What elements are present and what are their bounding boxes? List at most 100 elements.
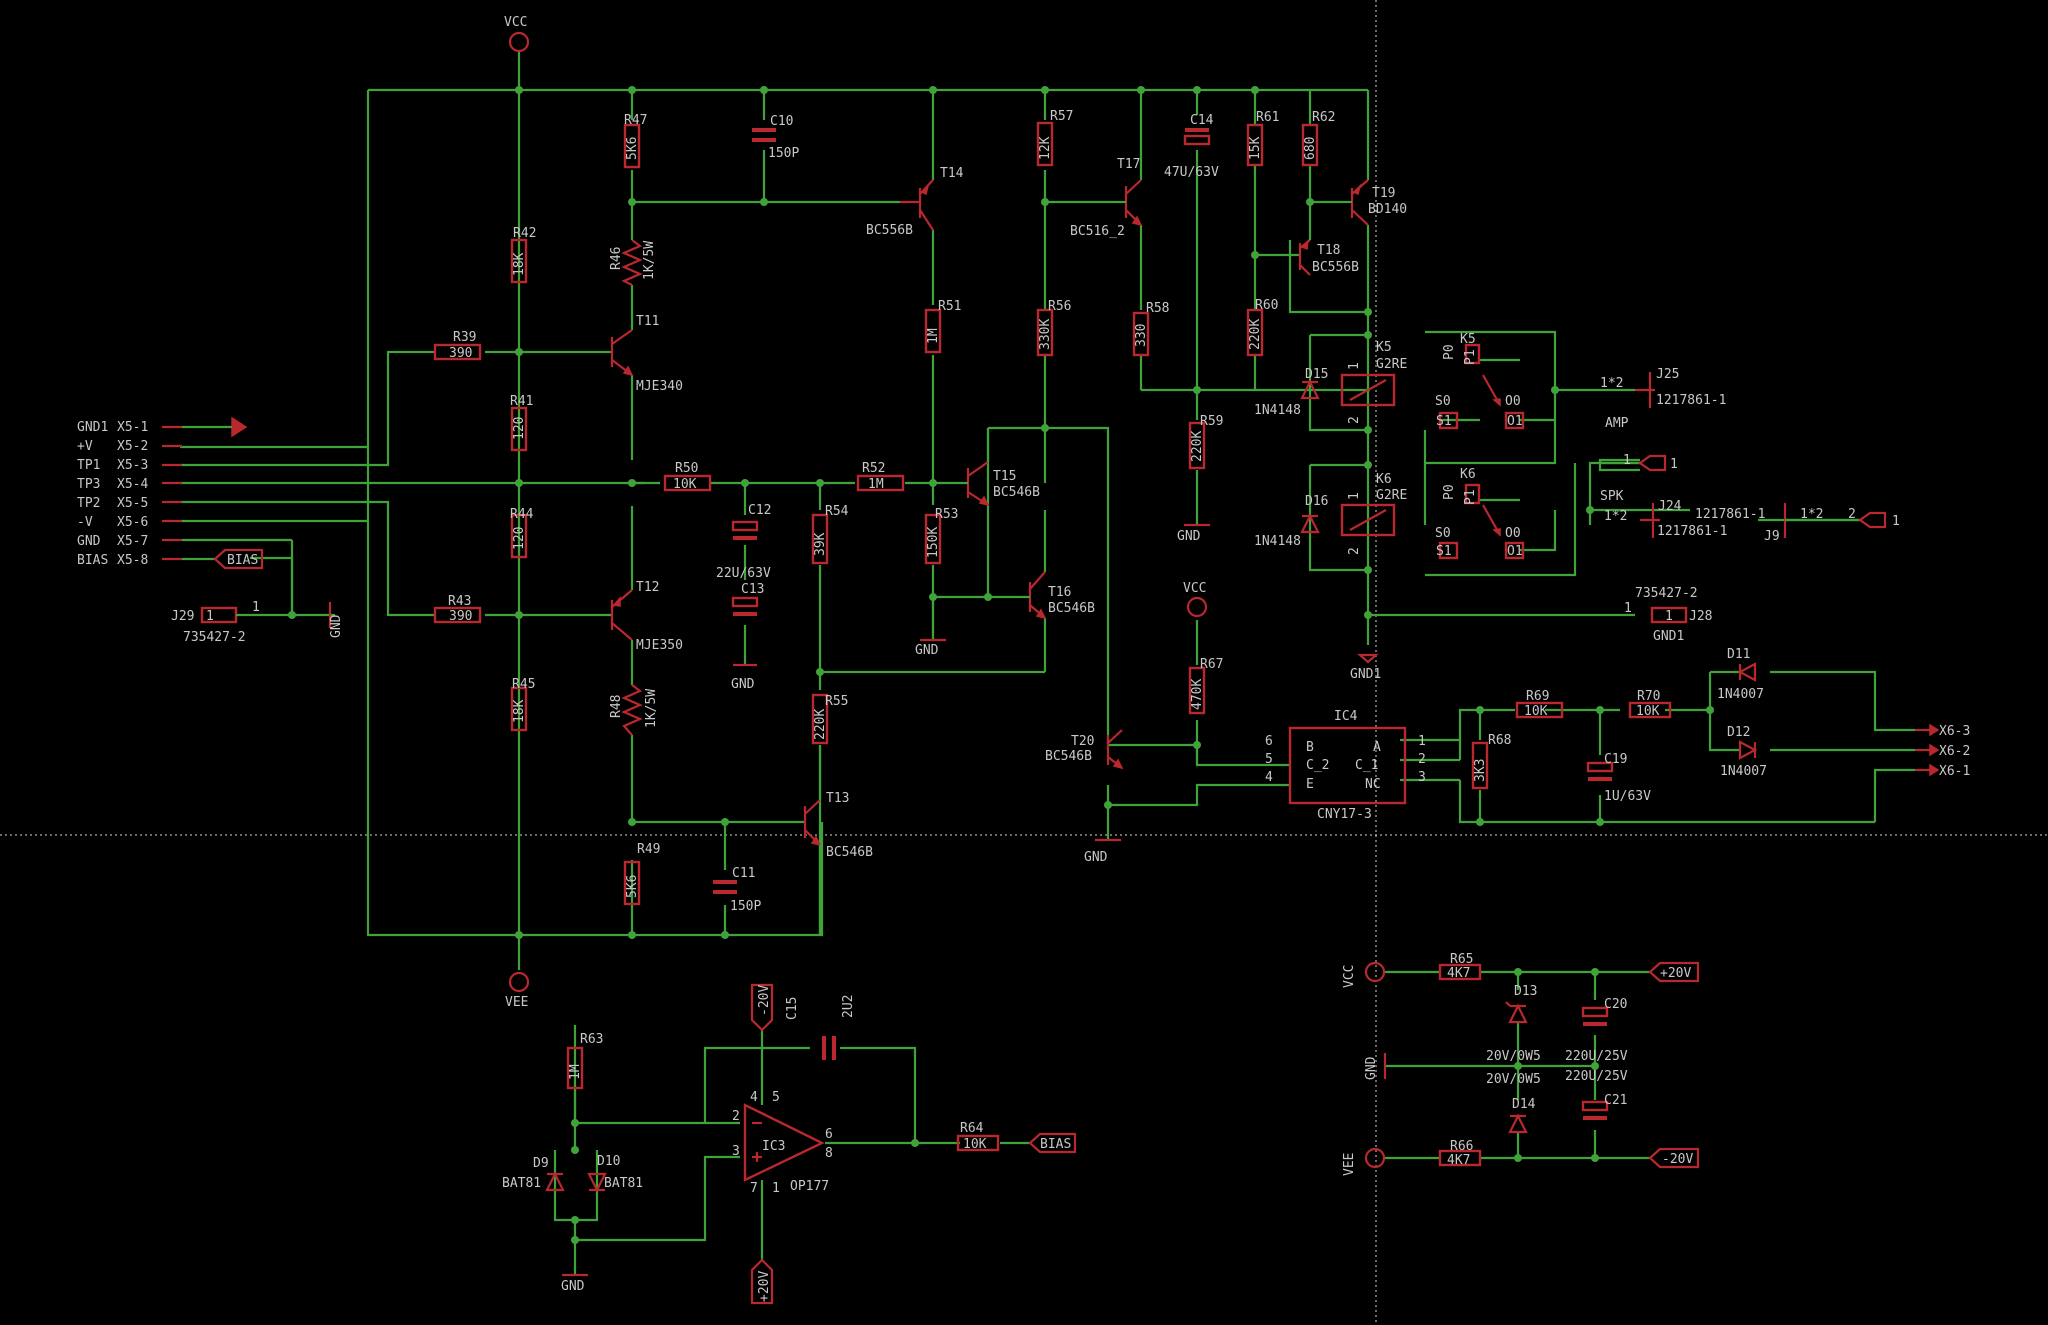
bias-port-left[interactable]: BIAS <box>213 548 264 570</box>
component-label: O0 <box>1505 526 1521 541</box>
vee-left-symbol[interactable]: VEE <box>1342 1147 1386 1176</box>
minus-20v-port-top[interactable]: -20V <box>750 983 774 1032</box>
gnd-label-r53: GND <box>915 643 939 658</box>
component-label: T14 <box>940 166 964 181</box>
component-label: P0 <box>1442 484 1457 500</box>
component-label: SPK <box>1600 489 1624 504</box>
component-label: IC3 <box>762 1139 785 1154</box>
component-label: D9 <box>533 1156 549 1171</box>
component-label: 7 <box>750 1181 758 1196</box>
vcc-top-label: VCC <box>504 15 527 30</box>
component-label: R41 <box>510 394 533 409</box>
component-label: X5-5 <box>117 496 148 511</box>
component-label: T20 <box>1071 734 1094 749</box>
component-label: 1 <box>1347 362 1362 370</box>
j9-connector[interactable]: J9 1*2 2 1 <box>1764 503 1900 544</box>
component-label: 1 <box>206 609 214 624</box>
component-label: 390 <box>449 609 472 624</box>
component-label: R46 <box>609 247 624 270</box>
component-label: 150P <box>768 146 799 161</box>
component-label: R52 <box>862 461 885 476</box>
component-label: 3K3 <box>1473 759 1488 782</box>
spk-one-port[interactable]: 1 1 <box>1598 453 1678 472</box>
minus-20v-port[interactable]: -20V <box>1648 1147 1700 1169</box>
component-label: 15K <box>1248 136 1263 160</box>
component-label: 20V/0W5 <box>1486 1072 1541 1087</box>
vcc-left-symbol[interactable]: VCC <box>1342 961 1386 988</box>
ic4-optocoupler[interactable]: IC4 CNY17-3 6 5 4 1 2 3 B C_2 E A C_1 NC <box>1265 709 1426 822</box>
component-label: C_2 <box>1306 758 1329 773</box>
component-label: AMP <box>1605 416 1629 431</box>
component-label: R60 <box>1255 298 1278 313</box>
component-label: -20V <box>1662 1152 1693 1167</box>
component-label: X5-1 <box>117 420 148 435</box>
vee-bottom-symbol[interactable]: VEE <box>505 971 530 1010</box>
component-label: D12 <box>1727 725 1750 740</box>
component-label: BC546B <box>1048 601 1095 616</box>
component-label: 1K/5W <box>644 689 659 728</box>
component-label: +20V <box>757 1271 772 1302</box>
component-label: 6 <box>1265 734 1273 749</box>
component-label: X6-2 <box>1939 744 1970 759</box>
j24-connector[interactable]: 1*2 J24 1217861-1 SPK 1217861-1 <box>1598 461 1765 539</box>
component-label: R68 <box>1488 733 1511 748</box>
vcc-top-symbol[interactable]: VCC <box>504 15 530 53</box>
vcc-mid-symbol[interactable]: VCC <box>1183 581 1208 618</box>
component-label: 330 <box>1134 324 1149 347</box>
relay-k6[interactable]: K6 G2RE 1 2 P0 P1 K6 S0 S1 O0 O1 <box>1340 467 1525 560</box>
ic3-opamp[interactable]: IC3 OP177 2 3 4 5 6 8 7 1 <box>732 1090 833 1196</box>
component-label: 220U/25V <box>1565 1049 1628 1064</box>
component-label: CNY17-3 <box>1317 807 1372 822</box>
component-label: S1 <box>1436 414 1452 429</box>
component-label: R42 <box>513 226 536 241</box>
j28-connector[interactable]: 1 J28 735427-2 1 GND1 <box>1624 586 1712 644</box>
plus-20v-port[interactable]: +20V <box>1648 961 1700 983</box>
component-label: C21 <box>1604 1093 1627 1108</box>
plus-20v-port-bottom[interactable]: +20V <box>750 1258 774 1305</box>
relay-k5[interactable]: K5 G2RE 1 2 P0 P1 K5 S0 S1 O0 O1 <box>1340 332 1525 430</box>
component-label: P1 <box>1463 349 1478 365</box>
component-label: 10K <box>1524 704 1548 719</box>
j25-connector[interactable]: 1*2 J25 1217861-1 AMP <box>1600 367 1726 431</box>
x6-connector[interactable]: X6-3 X6-2 X6-1 <box>1915 723 1970 779</box>
component-label: C15 <box>785 997 800 1020</box>
component-label: O1 <box>1507 414 1523 429</box>
relay-k5-contacts: P0 P1 K5 S0 S1 O0 O1 <box>1435 332 1525 430</box>
bias-port-right[interactable]: BIAS <box>1028 1132 1077 1154</box>
component-label: 4K7 <box>1447 966 1470 981</box>
component-label: GND1 <box>77 420 108 435</box>
component-label: 470K <box>1190 679 1205 710</box>
component-label: G2RE <box>1376 488 1407 503</box>
component-label: +20V <box>1660 966 1691 981</box>
component-label: 4K7 <box>1447 1153 1470 1168</box>
component-label: T12 <box>636 580 659 595</box>
j29-connector[interactable]: 1 J29 735427-2 1 <box>171 600 292 645</box>
component-label: TP2 <box>77 496 100 511</box>
x6-pin-2: X6-2 <box>1915 743 1970 759</box>
vcc-left-label: VCC <box>1342 965 1357 988</box>
component-label: BAT81 <box>604 1176 643 1191</box>
component-label: 2 <box>1347 547 1362 555</box>
component-label: 1M <box>868 477 884 492</box>
